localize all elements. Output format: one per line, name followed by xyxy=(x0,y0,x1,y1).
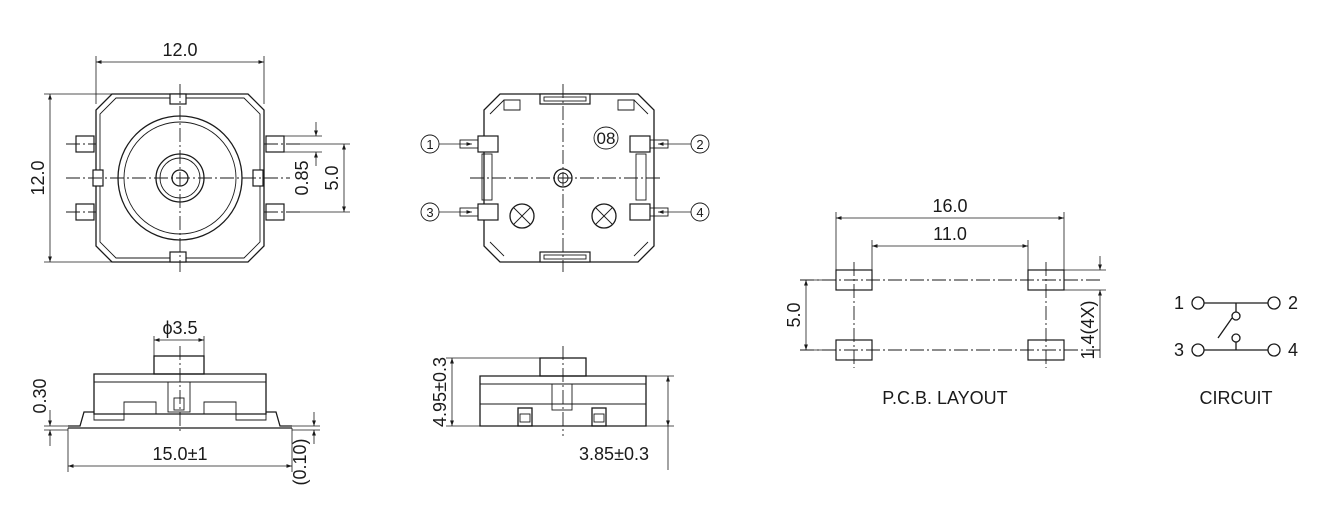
side-view: ϕ3.5 0.30 15.0±1 (0.10) xyxy=(30,318,320,486)
top-height-dim: 12.0 xyxy=(28,160,48,195)
top-view: 12.0 12.0 0.85 5.0 xyxy=(28,40,350,272)
overall-width-dim: 15.0±1 xyxy=(153,444,208,464)
terminal-width-dim: 0.85 xyxy=(292,160,312,195)
bottom-view: 08 1 2 3 4 xyxy=(420,84,710,272)
circuit-caption: CIRCUIT xyxy=(1200,388,1273,408)
pcb-layout-caption: P.C.B. LAYOUT xyxy=(882,388,1007,408)
lead-thickness-dim: 0.30 xyxy=(30,378,50,413)
part-marking: 08 xyxy=(597,129,616,148)
overall-height-dim: 4.95±0.3 xyxy=(430,357,450,427)
top-width-dim: 12.0 xyxy=(162,40,197,60)
circuit: 1 2 3 4 CIRCUIT xyxy=(1174,293,1298,408)
circuit-terminal-2: 2 xyxy=(1288,293,1298,313)
pcb-row-pitch-dim: 5.0 xyxy=(784,302,804,327)
pin-label-3: 3 xyxy=(426,205,433,220)
terminal-pitch-dim: 5.0 xyxy=(322,165,342,190)
circuit-terminal-4: 4 xyxy=(1288,340,1298,360)
circuit-terminal-3: 3 xyxy=(1174,340,1184,360)
pin-label-2: 2 xyxy=(696,137,703,152)
end-view: 4.95±0.3 3.85±0.3 xyxy=(430,346,674,470)
offset-dim: (0.10) xyxy=(290,438,310,485)
body-height-dim: 3.85±0.3 xyxy=(579,444,649,464)
pcb-pad-dim: 1.4(4X) xyxy=(1078,300,1098,359)
pin-label-4: 4 xyxy=(696,205,703,220)
stem-dia-dim: ϕ3.5 xyxy=(162,318,197,338)
pcb-layout: 16.0 11.0 5.0 1.4(4X) P.C.B. LAYOUT xyxy=(784,196,1106,408)
pin-label-1: 1 xyxy=(426,137,433,152)
circuit-terminal-1: 1 xyxy=(1174,293,1184,313)
pcb-inner-pitch-dim: 11.0 xyxy=(933,224,967,244)
pcb-outer-pitch-dim: 16.0 xyxy=(932,196,967,216)
